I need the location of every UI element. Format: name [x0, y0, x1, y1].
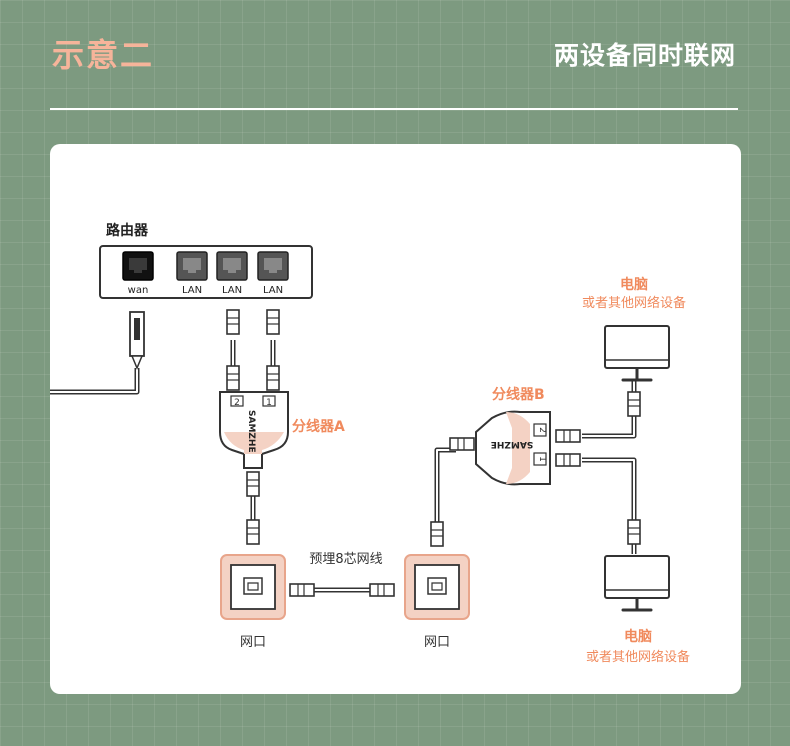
- splitter-a-port-1: 1: [266, 398, 272, 408]
- port-label-lan-2: LAN: [222, 285, 242, 296]
- wan-plug: [129, 311, 145, 370]
- bottom-device-title: 电脑: [624, 628, 652, 645]
- bottom-device-subtitle: 或者其他网络设备: [586, 649, 690, 665]
- router-label: 路由器: [106, 222, 149, 239]
- lan-port-3: [257, 251, 289, 281]
- splitter-b-out-plug-2: [555, 429, 581, 443]
- splitter-a-label: 分线器A: [292, 418, 345, 435]
- top-device-title: 电脑: [620, 276, 648, 293]
- wan-cable: [50, 368, 140, 395]
- lan-port-2: [216, 251, 248, 281]
- bottom-monitor-plug: [627, 519, 641, 545]
- wan-port: [122, 251, 154, 281]
- wallport-left-plug: [246, 519, 260, 545]
- splitter-b-label: 分线器B: [492, 386, 545, 403]
- splitter-a: 2 1 SAMZHE 分线器A: [219, 391, 345, 469]
- splitter-a-port-2: 2: [234, 398, 240, 408]
- router: 路由器 wan LAN LAN LAN: [99, 222, 313, 299]
- splitter-a-out-plug: [246, 471, 260, 497]
- wall-port-left-label: 网口: [240, 635, 266, 650]
- embedded-cable-plug-right: [369, 583, 395, 597]
- wallport-to-splitter-b-cable: [434, 447, 456, 526]
- splitter-b-port-1: 1: [537, 456, 547, 462]
- wall-port-left: [220, 554, 286, 620]
- port-label-lan-3: LAN: [263, 285, 283, 296]
- splitter-b: 2 1 SAMZHE 分线器B: [475, 386, 551, 486]
- port-label-lan-1: LAN: [182, 285, 202, 296]
- page-subtitle: 两设备同时联网: [553, 41, 736, 70]
- bottom-monitor: [603, 554, 671, 612]
- cables: [50, 340, 637, 593]
- embedded-cable-plug-left: [289, 583, 315, 597]
- header-divider: [50, 108, 738, 110]
- wall-port-right: [404, 554, 470, 620]
- wall-port-right-label: 网口: [424, 635, 450, 650]
- splitter-b-bottom-cable: [582, 457, 637, 554]
- splitter-b-brand: SAMZHE: [491, 439, 534, 449]
- splitter-a-brand: SAMZHE: [246, 410, 256, 453]
- splitter-b-port-2: 2: [537, 427, 547, 433]
- top-monitor-plug: [627, 391, 641, 417]
- wallport-right-plug: [430, 521, 444, 547]
- splitter-b-out-plug-1: [555, 453, 581, 467]
- splitter-b-top-cable: [582, 380, 637, 439]
- embedded-cable-label: 预埋8芯网线: [309, 552, 382, 567]
- page-title: 示意二: [52, 36, 155, 74]
- lan-cable-1: [230, 340, 276, 370]
- top-monitor: [603, 324, 671, 382]
- top-device-subtitle: 或者其他网络设备: [582, 295, 686, 311]
- port-label-wan: wan: [128, 285, 149, 296]
- lan-port-1: [176, 251, 208, 281]
- diagram-card: [50, 144, 741, 694]
- splitter-b-in-plug: [449, 437, 475, 451]
